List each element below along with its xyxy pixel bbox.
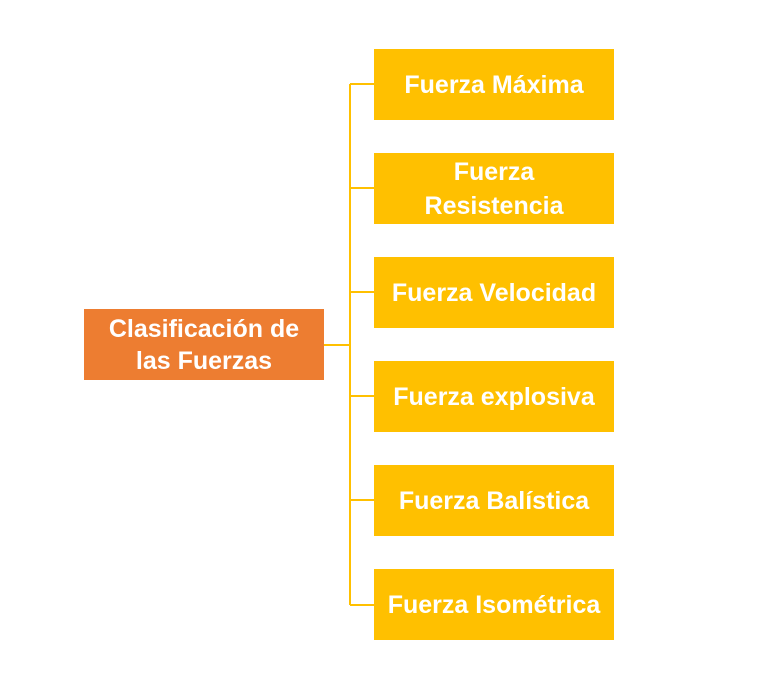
child-node-label: Fuerza Balística: [398, 486, 590, 515]
child-node-label: Fuerza explosiva: [393, 382, 595, 411]
child-node-fuerza-resistencia: Fuerza Resistencia: [374, 153, 614, 224]
child-node-label: Fuerza Velocidad: [391, 278, 597, 307]
root-node-label: Clasificación de las Fuerzas: [108, 314, 300, 375]
child-node-label: Fuerza Isométrica: [387, 590, 601, 619]
child-node-fuerza-balistica: Fuerza Balística: [374, 465, 614, 536]
child-node-fuerza-isometrica: Fuerza Isométrica: [374, 569, 614, 640]
child-node-fuerza-velocidad: Fuerza Velocidad: [374, 257, 614, 328]
child-node-fuerza-explosiva: Fuerza explosiva: [374, 361, 614, 432]
child-node-label: Fuerza Resistencia: [424, 157, 564, 220]
child-node-label: Fuerza Máxima: [404, 70, 584, 99]
root-node: Clasificación de las Fuerzas: [84, 309, 324, 380]
child-node-fuerza-maxima: Fuerza Máxima: [374, 49, 614, 120]
